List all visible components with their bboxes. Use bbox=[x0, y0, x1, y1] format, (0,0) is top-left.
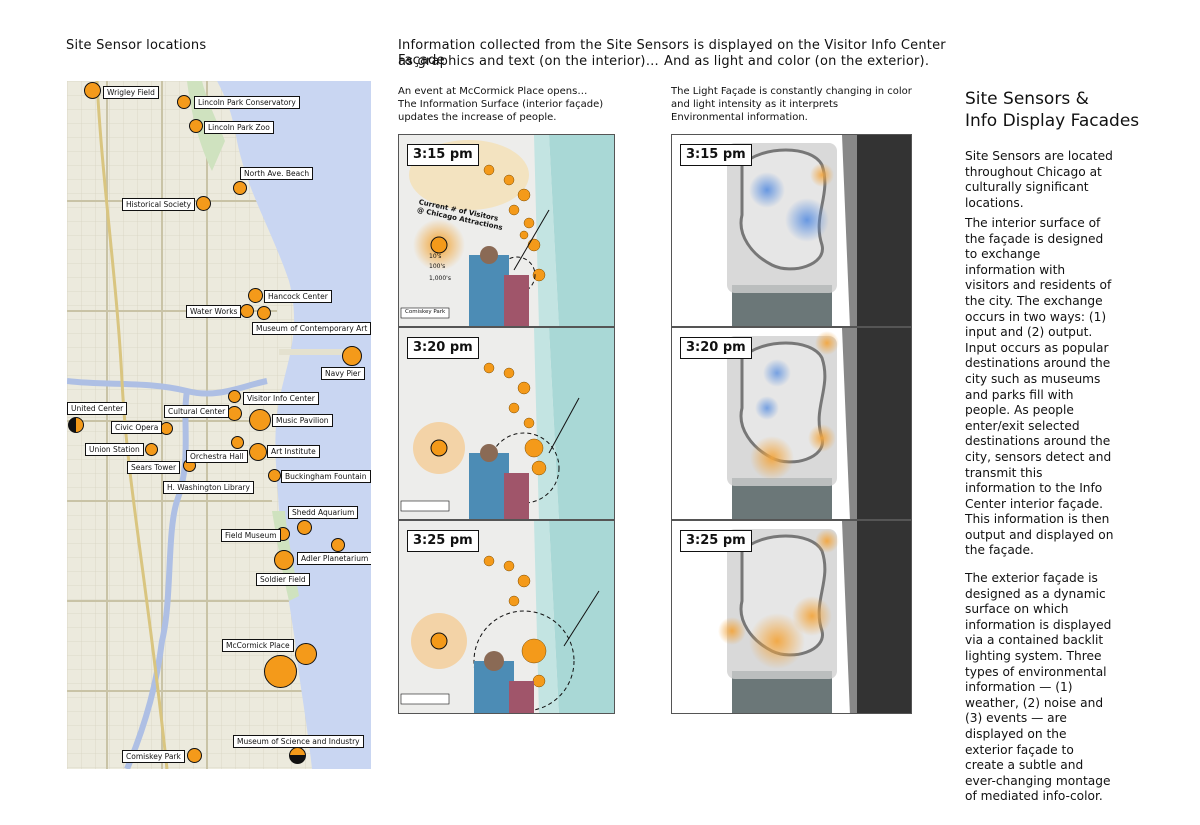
time-badge: 3:15 pm bbox=[407, 144, 479, 166]
marker-hancock[interactable] bbox=[248, 288, 263, 303]
right-para-3: The exterior façade is designed as a dyn… bbox=[965, 571, 1112, 804]
time-badge: 3:25 pm bbox=[407, 530, 479, 552]
marker-conservatory[interactable] bbox=[177, 95, 191, 109]
map-label: Museum of Science and Industry bbox=[233, 735, 364, 748]
marker-north-ave-beach[interactable] bbox=[233, 181, 247, 195]
map-label: Navy Pier bbox=[321, 367, 365, 380]
time-badge: 3:20 pm bbox=[680, 337, 752, 359]
marker-cultural-center[interactable] bbox=[227, 406, 242, 421]
legend-1000: 1,000's bbox=[429, 275, 451, 282]
map-label: McCormick Place bbox=[222, 639, 294, 652]
interior-panel-2: 3:20 pm bbox=[398, 327, 615, 520]
map-label: Orchestra Hall bbox=[186, 450, 248, 463]
marker-zoo[interactable] bbox=[189, 119, 203, 133]
exterior-panel-3: 3:25 pm bbox=[671, 520, 912, 714]
map-label: North Ave. Beach bbox=[240, 167, 314, 180]
map-label: Museum of Contemporary Art bbox=[252, 322, 371, 335]
marker-orchestra-hall[interactable] bbox=[231, 436, 244, 449]
map-label: Field Museum bbox=[221, 529, 281, 542]
map-label: Visitor Info Center bbox=[243, 392, 319, 405]
middle-title-line2a: as graphics and text (on the interior)… bbox=[398, 54, 659, 69]
legend-100: 100's bbox=[429, 263, 446, 270]
marker-science-industry[interactable] bbox=[289, 747, 306, 764]
map-label: Hancock Center bbox=[264, 290, 332, 303]
marker-united-center[interactable] bbox=[68, 417, 84, 433]
map-title: Site Sensor locations bbox=[66, 38, 207, 53]
marker-visitor-info-center[interactable] bbox=[228, 390, 241, 403]
time-badge: 3:15 pm bbox=[680, 144, 752, 166]
marker-adler[interactable] bbox=[331, 538, 345, 552]
marker-comiskey[interactable] bbox=[187, 748, 202, 763]
marker-buckingham[interactable] bbox=[268, 469, 281, 482]
marker-mccormick-large[interactable] bbox=[264, 655, 297, 688]
map-label: Lincoln Park Conservatory bbox=[194, 96, 300, 109]
map-label: Civic Opera bbox=[111, 421, 163, 434]
marker-historical-society[interactable] bbox=[196, 196, 211, 211]
exterior-caption: The Light Façade is constantly changing … bbox=[671, 86, 912, 123]
map-label: Cultural Center bbox=[164, 405, 230, 418]
time-badge: 3:25 pm bbox=[680, 530, 752, 552]
map-label: H. Washington Library bbox=[163, 481, 254, 494]
comiskey-tag: Comiskey Park bbox=[405, 309, 446, 315]
map-label: Music Pavilion bbox=[272, 414, 333, 427]
map-label: Lincoln Park Zoo bbox=[204, 121, 274, 134]
marker-soldier-field[interactable] bbox=[274, 550, 294, 570]
map-label: Art Institute bbox=[267, 445, 320, 458]
map-label: Adler Planetarium bbox=[297, 552, 371, 565]
map-label: Shedd Aquarium bbox=[288, 506, 359, 519]
marker-music-pavilion[interactable] bbox=[249, 409, 271, 431]
marker-art-institute[interactable] bbox=[249, 443, 267, 461]
marker-shedd[interactable] bbox=[297, 520, 312, 535]
marker-navy-pier[interactable] bbox=[342, 346, 362, 366]
marker-mccormick-small[interactable] bbox=[295, 643, 317, 665]
map-label: Buckingham Fountain bbox=[281, 470, 371, 483]
chicago-map: Wrigley Field Lincoln Park Conservatory … bbox=[67, 81, 371, 769]
map-label: Soldier Field bbox=[256, 573, 310, 586]
marker-wrigley[interactable] bbox=[84, 82, 101, 99]
legend-10: 10's bbox=[429, 253, 442, 260]
map-label: Water Works bbox=[186, 305, 242, 318]
exterior-render bbox=[672, 135, 911, 326]
map-label: Comiskey Park bbox=[122, 750, 185, 763]
exterior-panel-2: 3:20 pm bbox=[671, 327, 912, 520]
middle-title-line2b: And as light and color (on the exterior)… bbox=[664, 54, 930, 69]
exterior-panel-1: 3:15 pm bbox=[671, 134, 912, 327]
right-para-2: The interior surface of the façade is de… bbox=[965, 216, 1114, 558]
marker-mca[interactable] bbox=[257, 306, 271, 320]
interior-caption: An event at McCormick Place opens… The I… bbox=[398, 86, 604, 123]
map-label: Wrigley Field bbox=[103, 86, 159, 99]
right-para-1: Site Sensors are located throughout Chic… bbox=[965, 149, 1113, 210]
right-title: Site Sensors & Info Display Facades bbox=[965, 89, 1140, 131]
middle-title-line1: Information collected from the Site Sens… bbox=[398, 38, 946, 68]
map-label: United Center bbox=[67, 402, 128, 415]
marker-union-station[interactable] bbox=[145, 443, 158, 456]
map-label: Historical Society bbox=[122, 198, 196, 211]
map-label: Union Station bbox=[85, 443, 144, 456]
interior-panel-3: 3:25 pm bbox=[398, 520, 615, 714]
time-badge: 3:20 pm bbox=[407, 337, 479, 359]
interior-panel-1: 3:15 pm Current # of Visitors @ Chicago … bbox=[398, 134, 615, 327]
map-label: Sears Tower bbox=[127, 461, 181, 474]
marker-water-works[interactable] bbox=[240, 304, 254, 318]
